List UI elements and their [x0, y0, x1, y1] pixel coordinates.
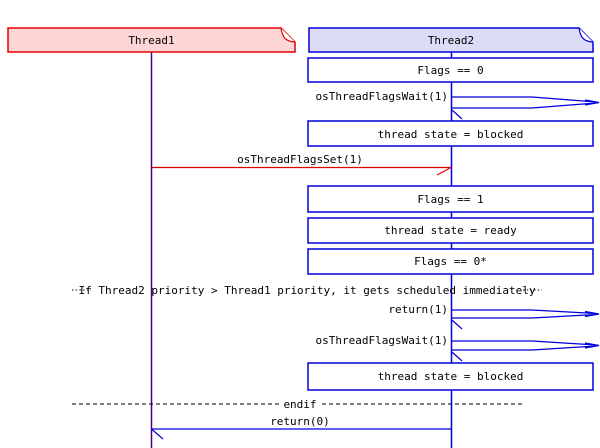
participant-box	[308, 27, 594, 53]
divider-if-label: If Thread2 priority > Thread1 priority, …	[79, 284, 536, 297]
return-arrowhead-icon	[151, 428, 164, 440]
message-label: osThreadFlagsWait(1)	[316, 90, 448, 103]
state-box-rect	[307, 248, 594, 275]
message-os-thread-flags-wait-2: osThreadFlagsWait(1)	[316, 334, 600, 362]
state-box-rect	[307, 217, 594, 244]
state-box-rect	[307, 362, 594, 391]
message-return-0: return(0)	[151, 415, 452, 440]
message-label: return(1)	[388, 303, 448, 316]
state-box-label: thread state = blocked	[378, 370, 524, 383]
participant-label: Thread1	[128, 34, 174, 47]
state-box-label: Flags == 0*	[414, 255, 487, 268]
state-box-flags-0-star: Flags == 0*	[307, 248, 594, 275]
kernel-call-arrow	[452, 340, 600, 351]
state-box-rect	[307, 120, 594, 147]
state-box-flags-1: Flags == 1	[307, 185, 594, 213]
participant-thread1: Thread1	[7, 27, 296, 53]
state-box-blocked-1: thread state = blocked	[307, 120, 594, 147]
participant-thread2: Thread2	[308, 27, 594, 53]
state-box-flags-0: Flags == 0	[307, 57, 594, 83]
message-label: return(0)	[270, 415, 330, 428]
state-box-ready: thread state = ready	[307, 217, 594, 244]
state-box-label: Flags == 0	[417, 64, 483, 77]
state-box-label: thread state = ready	[384, 224, 517, 237]
return-arrowhead-icon	[451, 319, 463, 330]
divider-endif-label: endif	[283, 398, 316, 411]
folded-corner-icon	[578, 27, 594, 43]
return-arrowhead-icon	[451, 109, 463, 120]
message-os-thread-flags-set: osThreadFlagsSet(1)	[151, 153, 452, 176]
participant-label: Thread2	[428, 34, 474, 47]
state-box-label: Flags == 1	[417, 193, 483, 206]
return-arrowhead-icon	[451, 351, 463, 362]
state-box-blocked-2: thread state = blocked	[307, 362, 594, 391]
state-box-rect	[307, 57, 594, 83]
message-label: osThreadFlagsWait(1)	[316, 334, 448, 347]
kernel-call-arrow	[452, 96, 600, 109]
participant-box	[7, 27, 296, 53]
message-os-thread-flags-wait-1: osThreadFlagsWait(1)	[316, 90, 600, 120]
divider-endif: endif	[72, 398, 525, 411]
state-box-rect	[307, 185, 594, 213]
folded-corner-icon	[280, 27, 296, 43]
set-arrowhead-icon	[436, 166, 452, 176]
kernel-call-arrow	[452, 309, 600, 319]
message-label: osThreadFlagsSet(1)	[237, 153, 363, 166]
divider-if-condition: If Thread2 priority > Thread1 priority, …	[72, 284, 542, 297]
state-box-label: thread state = blocked	[378, 128, 524, 141]
message-return-1: return(1)	[388, 303, 600, 330]
